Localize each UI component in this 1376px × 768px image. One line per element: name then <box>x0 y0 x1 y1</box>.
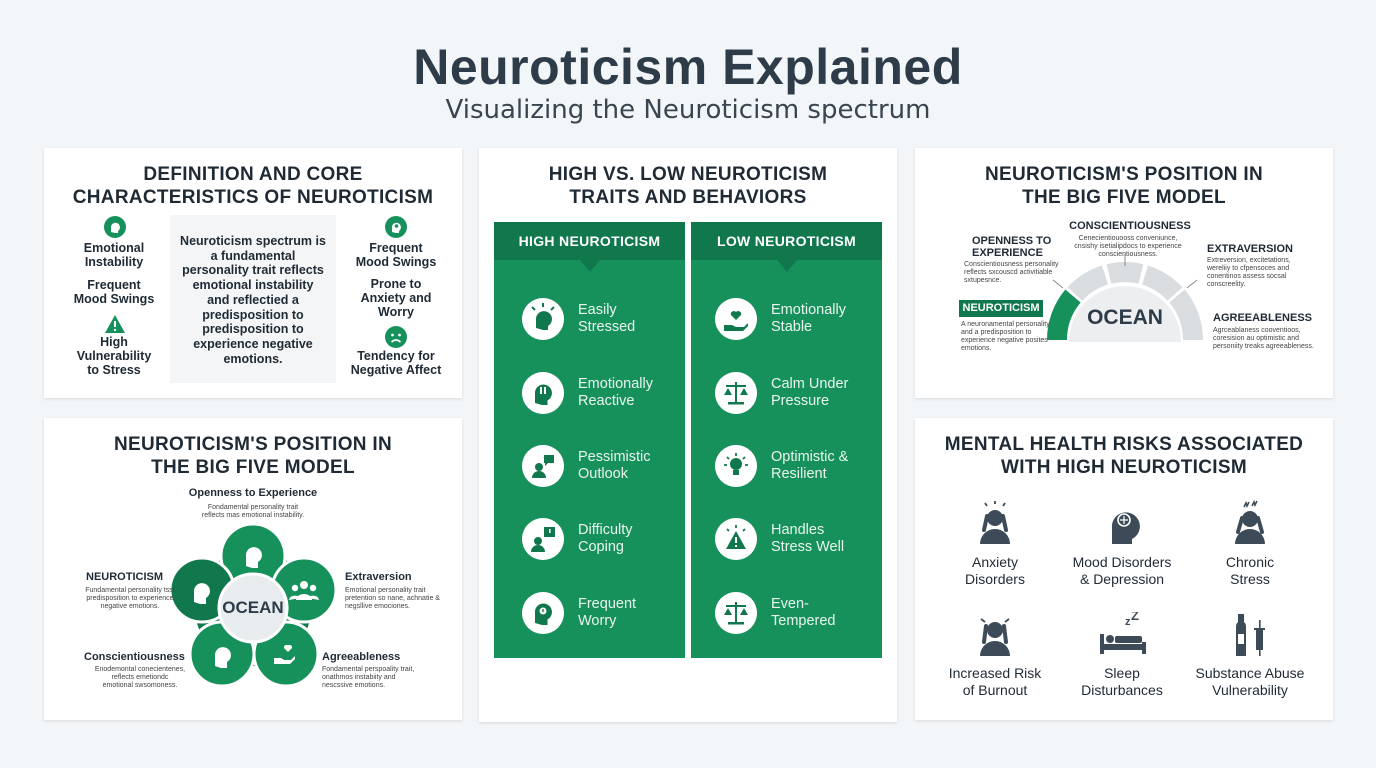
bigfive-gauge-card: NEUROTICISM'S POSITION IN THE BIG FIVE M… <box>915 148 1333 398</box>
risks-card: MENTAL HEALTH RISKS ASSOCIATED WITH HIGH… <box>915 418 1333 720</box>
svg-text:z: z <box>1125 616 1131 628</box>
anxious-person-icon <box>980 501 1010 544</box>
bigfive-gauge-title: NEUROTICISM'S POSITION IN THE BIG FIVE M… <box>984 164 1264 208</box>
wheel-conscientiousness-label: Conscientiousness <box>84 651 185 663</box>
gauge-conscientiousness-desc: Cenecientiouooss conveniunce,cnsishy ise… <box>1074 235 1182 258</box>
question-person-icon <box>522 518 564 560</box>
wheel-agreeableness-label: Agreeableness <box>322 651 401 663</box>
worry-head-icon <box>522 592 564 634</box>
gauge-agreeableness-label: AGREEABLENESS <box>1213 312 1313 324</box>
warning-glow-icon <box>715 518 757 560</box>
group-people-icon <box>289 581 319 600</box>
brain-head-icon <box>245 547 262 568</box>
wheel-openness-label: Openness to Experience <box>188 487 318 499</box>
bigfive-wheel-title: NEUROTICISM'S POSITION IN THE BIG FIVE M… <box>113 434 393 478</box>
sad-face-icon <box>385 326 407 348</box>
burnout-person-icon <box>980 618 1010 656</box>
stressed-head-icon <box>522 298 564 340</box>
wheel-center-label: OCEAN <box>222 598 284 617</box>
brain-head-icon <box>1111 512 1140 544</box>
low-trait-5: Even-Tempered <box>715 592 885 636</box>
gauge-extraversion-desc: Extreversion, excitetations,wereliiy to … <box>1207 257 1291 288</box>
bottle-syringe-icon <box>1236 614 1265 656</box>
ocean-wheel <box>168 522 338 688</box>
wheel-neuroticism-label: NEUROTICISM <box>86 571 163 583</box>
bigfive-wheel-card: NEUROTICISM'S POSITION IN THE BIG FIVE M… <box>44 418 462 720</box>
wheel-extraversion-label: Extraversion <box>345 571 412 583</box>
comparison-card: HIGH VS. LOW NEUROTICISM TRAITS AND BEHA… <box>479 148 897 722</box>
warning-icon <box>105 315 125 333</box>
risks-title: MENTAL HEALTH RISKS ASSOCIATED WITH HIGH… <box>944 434 1304 478</box>
ocean-gauge <box>1046 254 1204 342</box>
scale-icon <box>715 372 757 414</box>
scale-icon <box>715 592 757 634</box>
comparison-title: HIGH VS. LOW NEUROTICISM TRAITS AND BEHA… <box>548 164 828 208</box>
wheel-agreeableness-desc: Fondamental perspoality trait,onathmos i… <box>322 666 415 689</box>
lightbulb-icon <box>715 445 757 487</box>
head-icon <box>104 216 126 238</box>
definition-center-box: Neuroticism spectrum is a fundamental pe… <box>170 215 336 383</box>
definition-card: DEFINITION AND CORE CHARACTERISTICS OF N… <box>44 148 462 398</box>
head-icon <box>193 583 210 604</box>
risk-item-2: Mood Disorders& Depression <box>1072 554 1172 587</box>
speech-person-icon <box>522 445 564 487</box>
heart-hand-icon <box>274 644 295 664</box>
heart-hand-icon <box>715 298 757 340</box>
page-title: Neuroticism Explained <box>413 39 963 95</box>
exclaim-head-icon <box>522 372 564 414</box>
lightbulb-head-icon <box>214 647 231 668</box>
svg-text:Z: Z <box>1131 612 1139 623</box>
gauge-conscientiousness-label: CONSCIENTIOUSNESS <box>1069 220 1191 232</box>
sleep-bed-icon: z Z <box>1100 612 1146 654</box>
gauge-agreeableness-desc: Agrceablaness cooventioos,coresision au … <box>1213 327 1314 350</box>
page-subtitle: Visualizing the Neuroticism spectrum <box>445 95 931 125</box>
gauge-extraversion-label: EXTRAVERSION <box>1207 243 1293 255</box>
low-trait-3: Optimistic &Resilient <box>715 445 885 489</box>
stressed-person-icon <box>1235 500 1265 544</box>
definition-title: DEFINITION AND CORE CHARACTERISTICS OF N… <box>72 164 434 208</box>
high-neuroticism-header: HIGH NEUROTICISM <box>494 222 685 272</box>
gauge-neuroticism-badge: NEUROTICISM <box>959 300 1043 317</box>
low-neuroticism-header: LOW NEUROTICISM <box>691 222 882 272</box>
brain-head-icon <box>385 216 407 238</box>
gauge-center-label: OCEAN <box>1087 306 1163 329</box>
wheel-conscientiousness-desc: Enodemontal conecientenes,reflects emeti… <box>94 666 186 689</box>
